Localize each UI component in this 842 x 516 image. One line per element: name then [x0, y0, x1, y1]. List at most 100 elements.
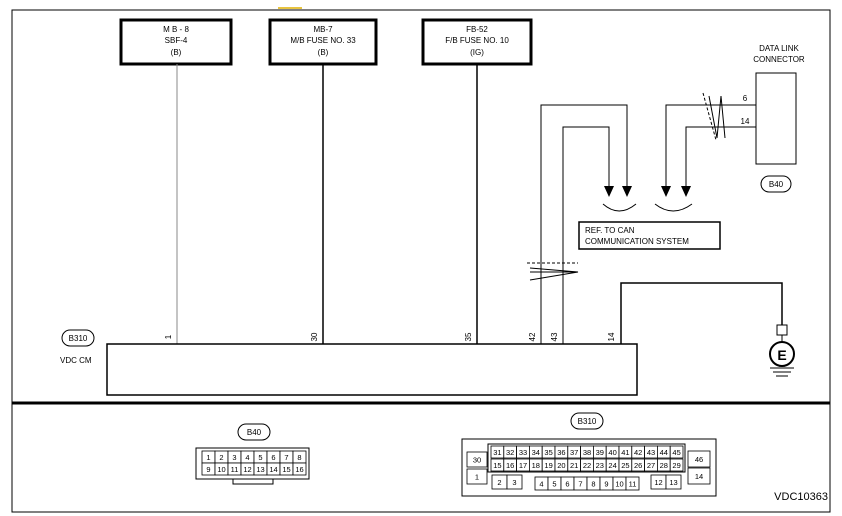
b310-face-code: B310: [578, 417, 597, 426]
b310-pin-1: 1: [475, 473, 479, 482]
module-code-badge: B310: [69, 334, 88, 343]
fuse-box-mb7: MB-7 M/B FUSE NO. 33 (B): [268, 18, 378, 66]
figure-id: VDC10363: [774, 491, 828, 503]
module-pin-14: 14: [607, 332, 616, 341]
b310-pin-3: 3: [512, 478, 516, 487]
twisted-pair-mark-upper: [702, 92, 726, 141]
b310-pin-2: 2: [497, 478, 501, 487]
wire-dlc-pin-6: [665, 104, 756, 194]
vdc-control-module: B310 VDC CM 1 30 35 42 43 14: [60, 329, 638, 396]
b310-pin-17: 17: [519, 461, 527, 470]
arrow-pin-42: [622, 186, 632, 197]
module-pin-42: 42: [528, 332, 537, 341]
b310-pin-35: 35: [544, 448, 552, 457]
diagram-frame: [11, 9, 831, 513]
b310-pin-40: 40: [608, 448, 616, 457]
wire-pin-42: [540, 104, 628, 344]
b40-pin-14: 14: [269, 465, 277, 474]
ground-symbol: E: [769, 324, 795, 377]
b310-pin-14: 14: [695, 472, 703, 481]
dlc-title-line2: CONNECTOR: [753, 55, 805, 64]
dlc-code-badge: B40: [769, 180, 784, 189]
data-link-connector: DATA LINK CONNECTOR 6 14 B40: [741, 44, 805, 193]
module-pin-30: 30: [310, 332, 319, 341]
b310-pin-19: 19: [544, 461, 552, 470]
fuse-box-mb8-line3: (B): [171, 48, 182, 57]
b310-pin-3-cell: [506, 474, 523, 490]
b40-pin-10: 10: [217, 465, 225, 474]
b40-pin-1: 1: [206, 453, 210, 462]
b310-pin-45: 45: [672, 448, 680, 457]
can-ref-line2: COMMUNICATION SYSTEM: [585, 237, 689, 246]
fuse-box-mb7-line2: M/B FUSE NO. 33: [290, 36, 356, 45]
b310-pin-30-cell: [466, 451, 488, 468]
fuse-box-mb7-line1: MB-7: [313, 25, 333, 34]
b310-pin-31: 31: [493, 448, 501, 457]
b310-pin-25: 25: [621, 461, 629, 470]
b40-pin-6: 6: [271, 453, 275, 462]
b310-pin-9: 9: [604, 480, 608, 489]
module-pin-43: 43: [550, 332, 559, 341]
arrow-pin-43: [604, 186, 614, 197]
b310-pin-11: 11: [629, 480, 637, 489]
b40-pin-7: 7: [284, 453, 288, 462]
b40-pin-8: 8: [297, 453, 301, 462]
b310-pin-14-cell: [687, 467, 711, 485]
b310-pin-13: 13: [669, 478, 677, 487]
b310-pin-23: 23: [596, 461, 604, 470]
module-name: VDC CM: [60, 356, 92, 365]
b40-pin-11: 11: [231, 465, 239, 474]
wire-pin-14-ground: [620, 282, 783, 344]
ground-label: E: [777, 347, 786, 363]
b40-pin-5: 5: [258, 453, 262, 462]
dlc-pin-6-label: 6: [743, 94, 748, 103]
wire-pin-43: [562, 126, 610, 344]
b40-pin-13: 13: [256, 465, 264, 474]
fuse-box-mb8: M B - 8 SBF-4 (B): [119, 18, 233, 66]
arrow-dlc-pin-14: [681, 186, 691, 197]
b310-pin-29: 29: [672, 461, 680, 470]
b40-pin-4: 4: [245, 453, 249, 462]
b310-pin-29-cell: [669, 458, 684, 472]
b310-pin-46: 46: [695, 455, 703, 464]
b40-pin-15: 15: [282, 465, 290, 474]
b310-pin-18: 18: [532, 461, 540, 470]
b40-pin-2: 2: [219, 453, 223, 462]
can-ref-arc-right: [654, 203, 693, 212]
arrow-dlc-pin-6: [661, 186, 671, 197]
b310-pin-10: 10: [615, 480, 623, 489]
b310-pin-12: 12: [654, 478, 662, 487]
b40-pin-16-cell: [292, 462, 307, 476]
b310-pin-39: 39: [596, 448, 604, 457]
b310-pin-32: 32: [506, 448, 514, 457]
fuse-box-mb8-line1: M B - 8: [163, 25, 189, 34]
b40-pin-3: 3: [232, 453, 236, 462]
module-pin-1: 1: [164, 334, 173, 339]
b310-pin-8: 8: [591, 480, 595, 489]
b310-pin-24: 24: [608, 461, 616, 470]
b310-pin-36: 36: [557, 448, 565, 457]
can-ref-arc-left: [602, 203, 637, 212]
b310-pin-21: 21: [570, 461, 578, 470]
b40-pin-16: 16: [295, 465, 303, 474]
can-ref-line1: REF. TO CAN: [585, 226, 635, 235]
b310-pin-28: 28: [660, 461, 668, 470]
b310-pin-45-cell: [669, 445, 684, 459]
b310-pin-20: 20: [557, 461, 565, 470]
b40-pin-12: 12: [243, 465, 251, 474]
fuse-box-fb52-line2: F/B FUSE NO. 10: [445, 36, 509, 45]
fuse-box-fb52-line3: (IG): [470, 48, 484, 57]
b310-pin-41: 41: [621, 448, 629, 457]
dlc-pin-14-label: 14: [741, 117, 750, 126]
b310-pin-22: 22: [583, 461, 591, 470]
b310-pin-5: 5: [552, 480, 556, 489]
b40-pin-9: 9: [206, 465, 210, 474]
b310-pin-4: 4: [539, 480, 543, 489]
b310-pin-15: 15: [493, 461, 501, 470]
can-reference-box: REF. TO CAN COMMUNICATION SYSTEM: [578, 221, 721, 250]
b310-pin-30: 30: [473, 456, 481, 465]
wire-dlc-pin-14: [685, 126, 756, 194]
b310-pin-27: 27: [647, 461, 655, 470]
